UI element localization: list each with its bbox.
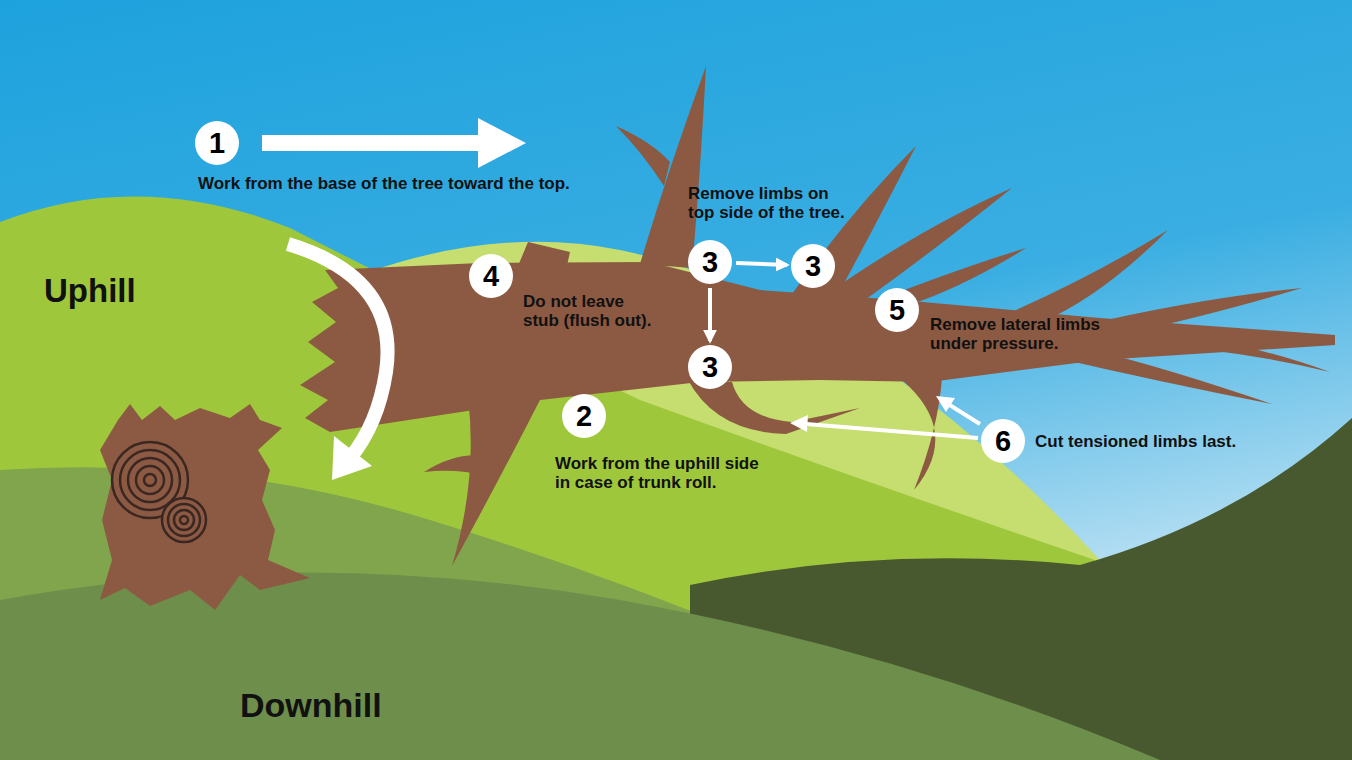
leader-line (806, 424, 978, 438)
arrow-head (478, 118, 526, 168)
tree-stump (100, 404, 310, 610)
callout-number: 3 (702, 248, 718, 277)
limb-stub (518, 242, 570, 270)
ring (162, 498, 206, 542)
ring (144, 474, 156, 486)
lower-limb (452, 398, 540, 566)
ring (136, 466, 164, 494)
callout-circle: 5 (875, 288, 919, 332)
roll-arrow (288, 244, 388, 458)
upright-limb (640, 66, 706, 268)
instruction-text: Work from the uphill side in case of tru… (555, 454, 769, 492)
ring (180, 516, 188, 524)
callout-circle: 3 (688, 240, 732, 284)
callout-number: 3 (702, 353, 718, 382)
sequence-arrow (708, 288, 712, 341)
instruction-text: Do not leave stub (flush out). (523, 292, 661, 330)
downhill-slope (0, 573, 1160, 760)
callout-number: 3 (805, 252, 821, 281)
leader-line (948, 404, 980, 424)
slope-label: Downhill (240, 686, 382, 724)
limb (818, 188, 1012, 302)
callout-number: 1 (209, 129, 225, 158)
twig (424, 455, 486, 476)
limb (1080, 288, 1302, 334)
ring (168, 504, 200, 536)
instruction-text: Remove lateral limbs under pressure. (930, 315, 1130, 353)
limb (1048, 350, 1272, 404)
growth-rings (112, 442, 206, 542)
callout-number: 6 (995, 427, 1011, 456)
callout-circle: 6 (981, 419, 1025, 463)
callout-circle: 3 (688, 345, 732, 389)
callout-circle: 3 (791, 244, 835, 288)
arrow-head (790, 415, 808, 432)
callout-number: 2 (576, 402, 592, 431)
twig (616, 126, 670, 186)
limb (998, 230, 1168, 322)
ring (128, 458, 172, 502)
sequence-arrow (736, 263, 787, 265)
callout-number: 4 (483, 262, 499, 291)
ring (174, 510, 194, 530)
slope-label: Uphill (44, 273, 136, 310)
arrow-shaft (262, 135, 480, 151)
instruction-text: Cut tensioned limbs last. (1035, 432, 1236, 451)
instruction-text: Work from the base of the tree toward th… (198, 174, 570, 193)
callout-number: 5 (889, 296, 905, 325)
callout-circle: 1 (195, 121, 239, 165)
instruction-text: Remove limbs on top side of the tree. (688, 184, 853, 222)
callout-circle: 2 (562, 394, 606, 438)
arrow-head (936, 396, 955, 412)
callout-circle: 4 (469, 254, 513, 298)
direction-arrows (262, 118, 980, 480)
arrow-head (332, 436, 372, 480)
limb (1150, 338, 1330, 372)
